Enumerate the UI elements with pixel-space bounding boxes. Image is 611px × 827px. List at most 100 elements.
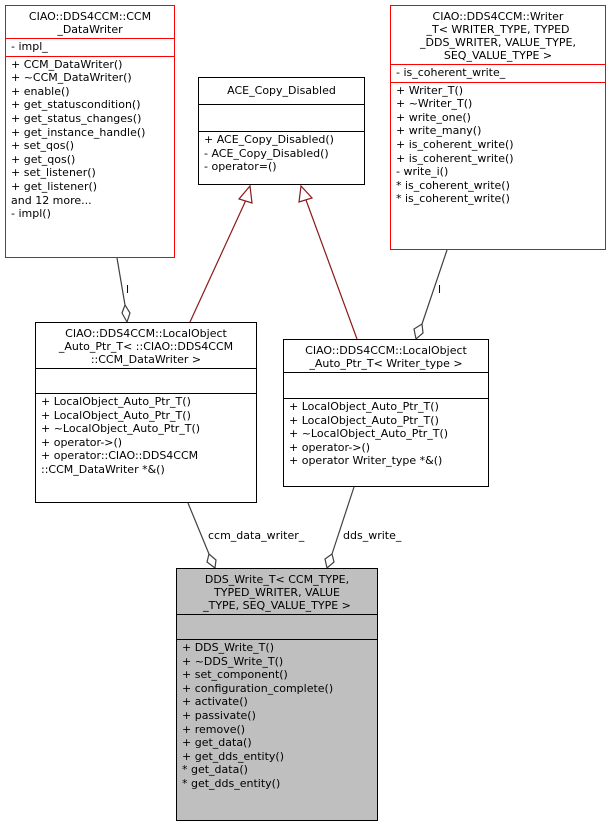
class-title-line: CIAO::DDS4CCM::CCM: [28, 10, 152, 23]
operation-item: + ~LocalObject_Auto_Ptr_T(): [41, 422, 201, 436]
operation-item: + get_data(): [182, 736, 252, 750]
operation-item: + ACE_Copy_Disabled(): [204, 133, 334, 146]
edge-label-impl-left: l: [126, 283, 130, 296]
class-title-line: CIAO::DDS4CCM::LocalObject: [65, 327, 227, 340]
class-title-line: _DataWriter: [57, 23, 123, 36]
operation-item: + operator::CIAO::DDS4CCM: [41, 449, 199, 463]
aggregation-diamond: [121, 303, 131, 324]
class-title-line: TYPED_WRITER, VALUE: [214, 586, 340, 599]
class-title: CIAO::DDS4CCM::Writer _T< WRITER_TYPE, T…: [391, 6, 605, 64]
class-title-line: ::CCM_DataWriter >: [90, 353, 202, 366]
operation-item: + Writer_T(): [396, 83, 464, 97]
operation-section: + LocalObject_Auto_Ptr_T() + LocalObject…: [36, 393, 256, 479]
operation-section: + LocalObject_Auto_Ptr_T() + LocalObject…: [284, 398, 488, 470]
class-title-line: _TYPE, SEQ_VALUE_TYPE >: [203, 599, 351, 612]
operation-item: + is_coherent_write(): [396, 137, 514, 151]
operation-item: + LocalObject_Auto_Ptr_T(): [289, 413, 439, 427]
association-edge-ccm-data-writer: [187, 502, 210, 555]
attribute-item: - is_coherent_write_: [396, 66, 506, 79]
operation-item: + ~LocalObject_Auto_Ptr_T(): [289, 427, 449, 441]
class-title-line: SEQ_VALUE_TYPE >: [443, 49, 553, 62]
operation-item: and 12 more...: [11, 193, 92, 207]
operation-section: + CCM_DataWriter() + ~CCM_DataWriter() +…: [6, 55, 174, 223]
operation-item: + set_listener(): [11, 166, 96, 180]
association-edge-datawriter-impl: [116, 257, 126, 306]
inheritance-edge-local-writer: [305, 199, 358, 340]
operation-item: + passivate(): [182, 708, 256, 722]
operation-item: + configuration_complete(): [182, 681, 334, 695]
class-box-ccm-datawriter[interactable]: CIAO::DDS4CCM::CCM _DataWriter - impl_ +…: [5, 5, 175, 258]
association-edge-dds-write: [331, 486, 355, 555]
inheritance-arrowhead: [237, 184, 253, 204]
edge-label-impl-right: l: [438, 283, 442, 296]
class-box-local-object-writer[interactable]: CIAO::DDS4CCM::LocalObject _Auto_Ptr_T< …: [283, 339, 489, 487]
operation-item: + operator Writer_type *&(): [289, 454, 443, 468]
attribute-section: [36, 368, 256, 393]
operation-item: + activate(): [182, 695, 248, 709]
operation-item: * is_coherent_write(): [396, 178, 510, 192]
edge-label-ccm-data-writer: ccm_data_writer_: [208, 529, 305, 542]
operation-item: - operator=(): [204, 160, 277, 174]
class-box-local-object-datawriter[interactable]: CIAO::DDS4CCM::LocalObject _Auto_Ptr_T< …: [35, 322, 257, 503]
attribute-section: - impl_: [6, 38, 174, 56]
class-title: CIAO::DDS4CCM::LocalObject _Auto_Ptr_T< …: [284, 340, 488, 372]
class-title: CIAO::DDS4CCM::CCM _DataWriter: [6, 6, 174, 38]
operation-item: + enable(): [11, 84, 70, 98]
operation-section: + DDS_Write_T() + ~DDS_Write_T() + set_c…: [177, 639, 377, 793]
inheritance-edge-local-datawriter: [189, 199, 247, 323]
operation-item: + set_qos(): [11, 139, 75, 153]
operation-item: + write_one(): [396, 110, 471, 124]
operation-item: * get_dds_entity(): [182, 776, 281, 790]
operation-item: + ~DDS_Write_T(): [182, 654, 284, 668]
association-edge-writer-impl: [421, 249, 448, 325]
operation-item: + ~CCM_DataWriter(): [11, 71, 132, 85]
class-title-line: _T< WRITER_TYPE, TYPED: [426, 23, 570, 36]
operation-item: + get_instance_handle(): [11, 125, 146, 139]
aggregation-diamond: [206, 552, 217, 570]
aggregation-diamond: [324, 552, 335, 570]
operation-item: - write_i(): [396, 165, 449, 179]
operation-item: + write_many(): [396, 124, 482, 138]
aggregation-diamond: [413, 322, 424, 341]
attribute-section: [199, 104, 364, 131]
operation-item: + operator->(): [289, 440, 371, 454]
class-title-line: _Auto_Ptr_T< ::CIAO::DDS4CCM: [58, 340, 234, 353]
inheritance-arrowhead: [298, 184, 314, 203]
operation-section: + Writer_T() + ~Writer_T() + write_one()…: [391, 81, 605, 208]
operation-item: + DDS_Write_T(): [182, 641, 274, 654]
attribute-section: [177, 614, 377, 639]
class-title-line: ACE_Copy_Disabled: [227, 84, 336, 97]
class-title-line: _Auto_Ptr_T< Writer_type >: [309, 357, 463, 370]
operation-item: + set_component(): [182, 668, 288, 682]
attribute-item: - impl_: [11, 40, 48, 53]
edge-label-dds-write: dds_write_: [343, 529, 402, 542]
class-title: ACE_Copy_Disabled: [199, 78, 364, 104]
attribute-section: [284, 372, 488, 398]
operation-item: * is_coherent_write(): [396, 192, 510, 206]
operation-item: + operator->(): [41, 435, 123, 449]
class-title: DDS_Write_T< CCM_TYPE, TYPED_WRITER, VAL…: [177, 569, 377, 614]
operation-item: + LocalObject_Auto_Ptr_T(): [41, 408, 191, 422]
class-box-ace-copy-disabled[interactable]: ACE_Copy_Disabled + ACE_Copy_Disabled() …: [198, 77, 365, 185]
operation-item: + LocalObject_Auto_Ptr_T(): [41, 395, 191, 408]
operation-item: + get_dds_entity(): [182, 749, 284, 763]
operation-item: + get_status_changes(): [11, 111, 142, 125]
class-box-dds-write-t[interactable]: DDS_Write_T< CCM_TYPE, TYPED_WRITER, VAL…: [176, 568, 378, 821]
class-title-line: CIAO::DDS4CCM::LocalObject: [305, 344, 467, 357]
class-title: CIAO::DDS4CCM::LocalObject _Auto_Ptr_T< …: [36, 323, 256, 368]
operation-item: + ~Writer_T(): [396, 97, 473, 111]
attribute-section: - is_coherent_write_: [391, 64, 605, 82]
operation-item: + get_statuscondition(): [11, 98, 141, 112]
operation-item: + get_listener(): [11, 179, 98, 193]
operation-section: + ACE_Copy_Disabled() - ACE_Copy_Disable…: [199, 131, 364, 176]
operation-item: + LocalObject_Auto_Ptr_T(): [289, 400, 439, 413]
class-title-line: _DDS_WRITER, VALUE_TYPE,: [420, 36, 576, 49]
operation-item: ::CCM_DataWriter *&(): [41, 462, 165, 476]
class-title-line: CIAO::DDS4CCM::Writer: [432, 10, 564, 23]
operation-item: + remove(): [182, 722, 246, 736]
operation-item: - ACE_Copy_Disabled(): [204, 146, 329, 160]
operation-item: * get_data(): [182, 763, 248, 777]
class-box-writer-t[interactable]: CIAO::DDS4CCM::Writer _T< WRITER_TYPE, T…: [390, 5, 606, 250]
operation-item: - impl(): [11, 207, 51, 221]
